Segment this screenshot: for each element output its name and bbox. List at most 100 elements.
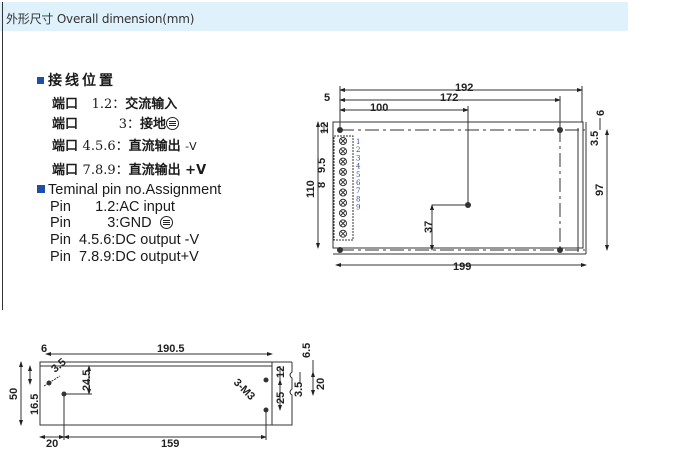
wiring-row-en: Pin 7.8.9:DC output+V — [50, 250, 199, 265]
terminal-screw-icon — [339, 188, 347, 197]
row-desc: 直流输出 — [128, 139, 181, 154]
bullet-square-icon — [37, 185, 45, 194]
terminal-block — [333, 135, 354, 241]
terminal-screw-icon — [339, 157, 347, 166]
wiring-row-en: Pin 4.5.6:DC output -V — [50, 233, 199, 248]
terminal-screws — [339, 137, 347, 238]
dim-label: 24.5 — [81, 370, 93, 391]
mount-hole-icon — [557, 247, 563, 253]
row-pins: 3 — [107, 215, 116, 231]
terminal-pin-label: 2 — [356, 146, 360, 154]
row-pins: 7.8.9： — [82, 163, 129, 178]
hole-leader — [43, 375, 61, 387]
wiring-heading-cn-text: 接线位置 — [48, 73, 116, 89]
terminal-pin-label: 3 — [356, 154, 360, 162]
side-view-drawing — [19, 352, 315, 440]
wiring-row-cn: 端口 3：接地 — [52, 113, 180, 132]
row-label: 端口 — [52, 139, 79, 154]
row-suffix: +V — [185, 163, 207, 178]
dim-label: 25 — [275, 392, 287, 404]
side-hole-icon — [61, 391, 67, 397]
side-hole-icon — [263, 407, 269, 413]
ground-icon — [166, 117, 180, 130]
terminal-cross-icon — [340, 179, 346, 186]
dim-label: 37 — [423, 221, 435, 233]
left-divider — [2, 2, 3, 310]
terminal-cross-icon — [340, 189, 346, 196]
row-label: Pin — [50, 232, 71, 248]
dim-label: 16.5 — [29, 394, 41, 415]
row-label: Pin — [50, 249, 71, 265]
dim-label: 8 — [316, 182, 328, 188]
terminal-pin-label: 9 — [356, 204, 360, 212]
dim-label: 199 — [453, 261, 471, 273]
terminal-cross-icon — [340, 220, 346, 227]
terminal-cross-icon — [340, 148, 346, 155]
terminal-screw-icon — [339, 178, 347, 187]
dim-label: 5 — [324, 92, 330, 104]
dim-label: 20 — [46, 438, 58, 450]
wiring-heading-cn: 接线位置 — [37, 70, 116, 90]
terminal-screw-icon — [339, 209, 347, 218]
row-label: Pin — [50, 215, 71, 231]
dim-label: 6 — [41, 343, 47, 355]
mount-hole-icon — [465, 202, 471, 208]
dim-label: 159 — [161, 438, 179, 450]
terminal-screw-icon — [339, 137, 347, 145]
terminal-pin-label: 8 — [356, 195, 360, 203]
terminal-pin-label: 5 — [356, 171, 360, 179]
row-desc: :GND — [115, 215, 152, 231]
bullet-square-icon — [37, 76, 44, 84]
dim-label: 3.5 — [293, 382, 305, 397]
dim-label: 110 — [305, 180, 317, 198]
side-outline — [39, 361, 273, 426]
mount-hole-icon — [337, 247, 343, 253]
dim-label: 3-M3 — [231, 377, 257, 403]
side-hole-icon — [46, 380, 52, 386]
row-label: Pin — [50, 199, 71, 215]
terminal-screw-icon — [339, 229, 347, 238]
row-desc: 交流输入 — [125, 97, 178, 112]
terminal-pin-label: 7 — [356, 187, 360, 195]
terminal-cross-icon — [340, 199, 346, 206]
terminal-cross-icon — [340, 230, 346, 237]
wiring-row-en: Pin 3:GND — [50, 216, 173, 231]
dim-label: 3.5 — [589, 131, 601, 146]
row-desc: 直流输出 — [128, 163, 181, 178]
chassis-outline — [332, 121, 584, 249]
row-pins: 1.2： — [91, 97, 126, 112]
terminal-cross-icon — [340, 169, 346, 175]
row-desc: 接地 — [140, 117, 167, 132]
dim-label: 20 — [315, 378, 327, 390]
terminal-cross-icon — [340, 158, 346, 165]
wiring-row-cn: 端口 7.8.9：直流输出 +V — [52, 159, 206, 178]
terminal-screw-icon — [339, 219, 347, 228]
dim-label: 3.5 — [49, 356, 68, 375]
row-desc: :AC input — [115, 199, 175, 215]
side-hole-icon — [263, 377, 269, 383]
dim-label: 50 — [8, 388, 20, 400]
dim-label: 172 — [440, 92, 458, 104]
terminal-cross-icon — [340, 210, 346, 216]
terminal-screw-icon — [339, 167, 347, 176]
dim-label: 6.5 — [301, 343, 313, 358]
dim-label: 100 — [370, 102, 388, 114]
terminal-pin-label: 4 — [356, 163, 361, 171]
dim-label: 12 — [319, 122, 331, 134]
row-pins: 4.5.6： — [82, 139, 129, 154]
row-pins: 3： — [118, 117, 141, 132]
row-pins: 7.8.9 — [79, 249, 112, 265]
terminal-pin-label: 6 — [356, 179, 361, 187]
wiring-row-cn: 端口 4.5.6：直流输出 -V — [52, 135, 197, 154]
dim-label: 190.5 — [157, 343, 185, 355]
section-title: 外形尺寸 Overall dimension(mm) — [6, 12, 195, 26]
row-suffix: -V — [185, 140, 197, 153]
wiring-heading-en: Teminal pin no.Assignment — [37, 182, 221, 198]
terminal-screw-icon — [339, 147, 347, 156]
terminal-pin-label: 1 — [356, 138, 360, 146]
dim-label: 9.5 — [316, 158, 328, 173]
row-pins: 1.2 — [95, 199, 116, 215]
wiring-row-cn: 端口 1.2：交流输入 — [52, 93, 177, 112]
section-header-bar: 外形尺寸 Overall dimension(mm) — [0, 2, 628, 31]
